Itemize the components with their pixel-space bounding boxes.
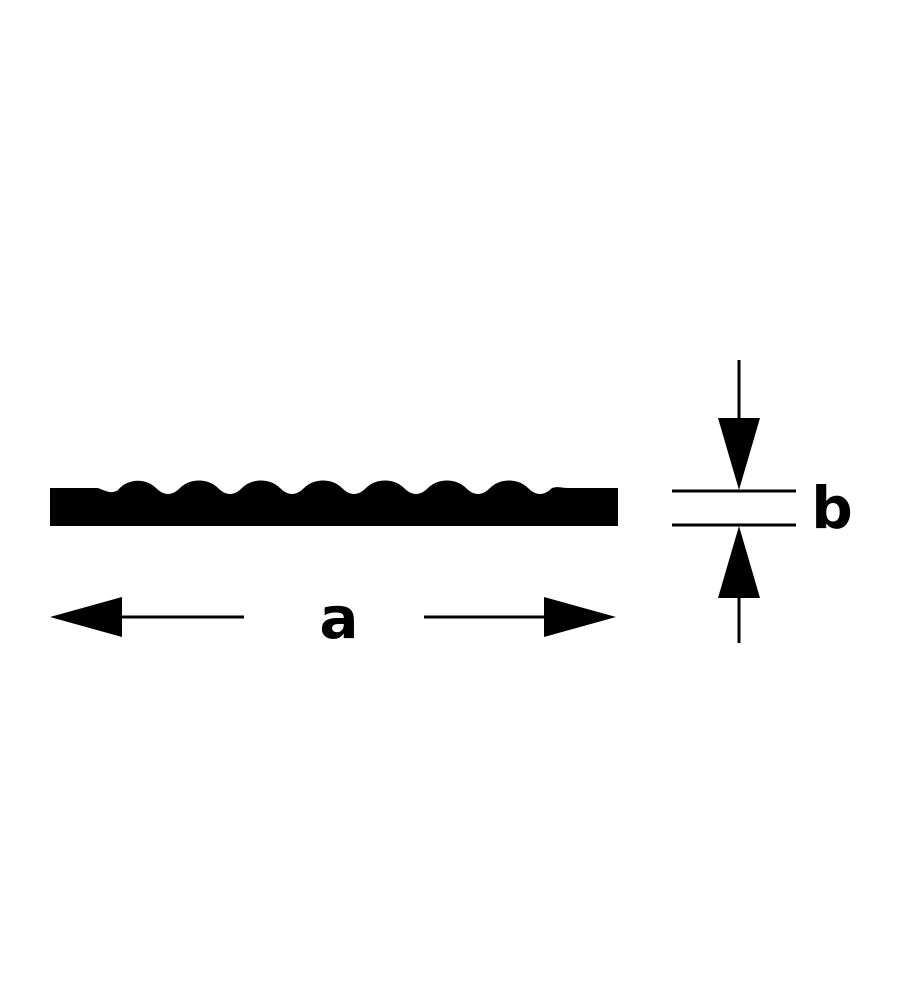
dimension-label-a: a <box>319 584 358 652</box>
dimension-label-b: b <box>811 474 853 542</box>
strip-profile <box>50 480 618 526</box>
dimension-b-top-arrow <box>718 360 760 490</box>
dimension-a-right-arrow <box>424 597 616 637</box>
dimension-b-bottom-arrow <box>718 526 760 643</box>
dimension-a-left-arrow <box>50 597 244 637</box>
